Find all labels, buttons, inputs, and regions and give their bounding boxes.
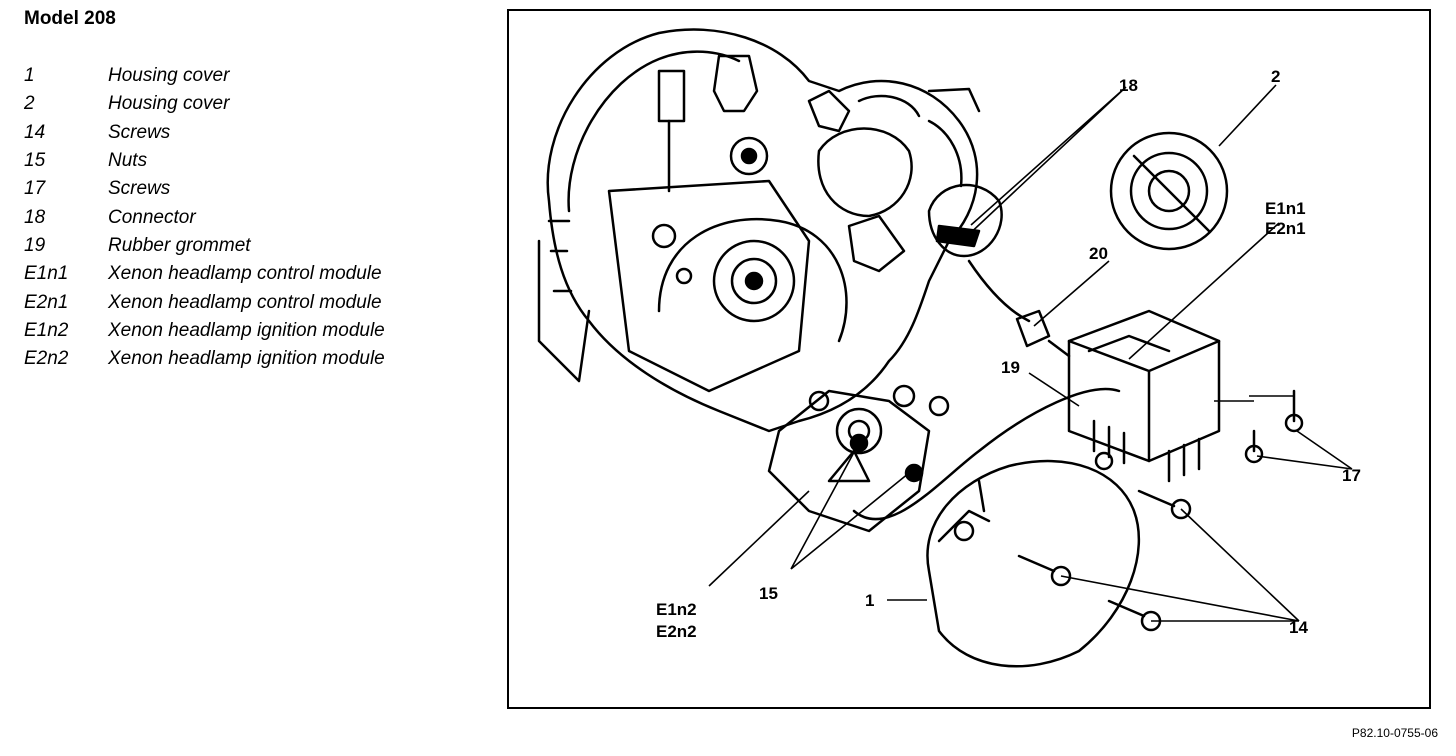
legend-code: 15 [24,150,46,172]
legend-row: 1 Housing cover [24,62,385,90]
reference-code: P82.10-0755-06 [1351,726,1438,740]
legend-row: 15 Nuts [24,147,385,175]
legend-label: Housing cover [108,65,230,87]
diagram-frame: 18 2 E1n1 E2n1 20 19 17 15 1 14 E1n2 E2n… [507,9,1431,709]
bulb-assembly [651,136,848,343]
legend-code: E1n2 [24,319,69,341]
legend-label: Xenon headlamp control module [108,263,382,285]
legend-code: E2n1 [24,291,69,313]
callout-15: 15 [759,584,778,603]
callout-e1n2: E1n2 [656,600,697,619]
connector [927,183,1003,258]
legend-row: 2 Housing cover [24,90,385,118]
callout-19: 19 [1001,358,1020,377]
legend-row: E2n2 Xenon headlamp ignition module [24,345,385,373]
legend-label: Rubber grommet [108,234,251,256]
callout-e2n2: E2n2 [656,622,697,641]
housing-cover-small [1109,131,1229,251]
headlamp-housing [537,28,981,433]
legend-code: E1n1 [24,263,69,285]
legend-code: 1 [24,65,35,87]
callout-18: 18 [1119,76,1138,95]
callout-1: 1 [865,591,874,610]
exploded-view-drawing: 18 2 E1n1 E2n1 20 19 17 15 1 14 E1n2 E2n… [537,28,1361,668]
rubber-grommet-and-cable [852,259,1121,521]
control-module [1067,309,1221,483]
diagram-title: Model 208 [24,8,116,29]
legend-row: E1n2 Xenon headlamp ignition module [24,317,385,345]
legend-label: Xenon headlamp control module [108,291,382,313]
callout-17: 17 [1342,466,1361,485]
legend-code: 14 [24,121,46,143]
legend-label: Connector [108,206,196,228]
callout-e2n1: E2n1 [1265,219,1306,238]
legend-label: Xenon headlamp ignition module [108,348,385,370]
nuts [849,433,924,483]
callout-2: 2 [1271,67,1280,86]
legend-row: 19 Rubber grommet [24,232,385,260]
legend-row: E1n1 Xenon headlamp control module [24,260,385,288]
leader-lines [708,84,1353,622]
legend-row: 14 Screws [24,119,385,147]
legend-row: 17 Screws [24,175,385,203]
ignition-module [767,384,950,533]
legend-code: E2n2 [24,348,69,370]
legend-code: 2 [24,93,35,115]
legend-code: 17 [24,178,46,200]
legend-row: 18 Connector [24,203,385,231]
callout-20: 20 [1089,244,1108,263]
callout-e1n1: E1n1 [1265,199,1306,218]
legend-label: Screws [108,121,171,143]
legend-label: Screws [108,178,171,200]
housing-cover-large [926,451,1141,668]
callout-14: 14 [1289,618,1308,637]
legend-code: 18 [24,206,46,228]
legend-code: 19 [24,234,46,256]
legend-label: Xenon headlamp ignition module [108,319,385,341]
legend-row: E2n1 Xenon headlamp control module [24,288,385,316]
legend-label: Housing cover [108,93,230,115]
legend-label: Nuts [108,150,148,172]
